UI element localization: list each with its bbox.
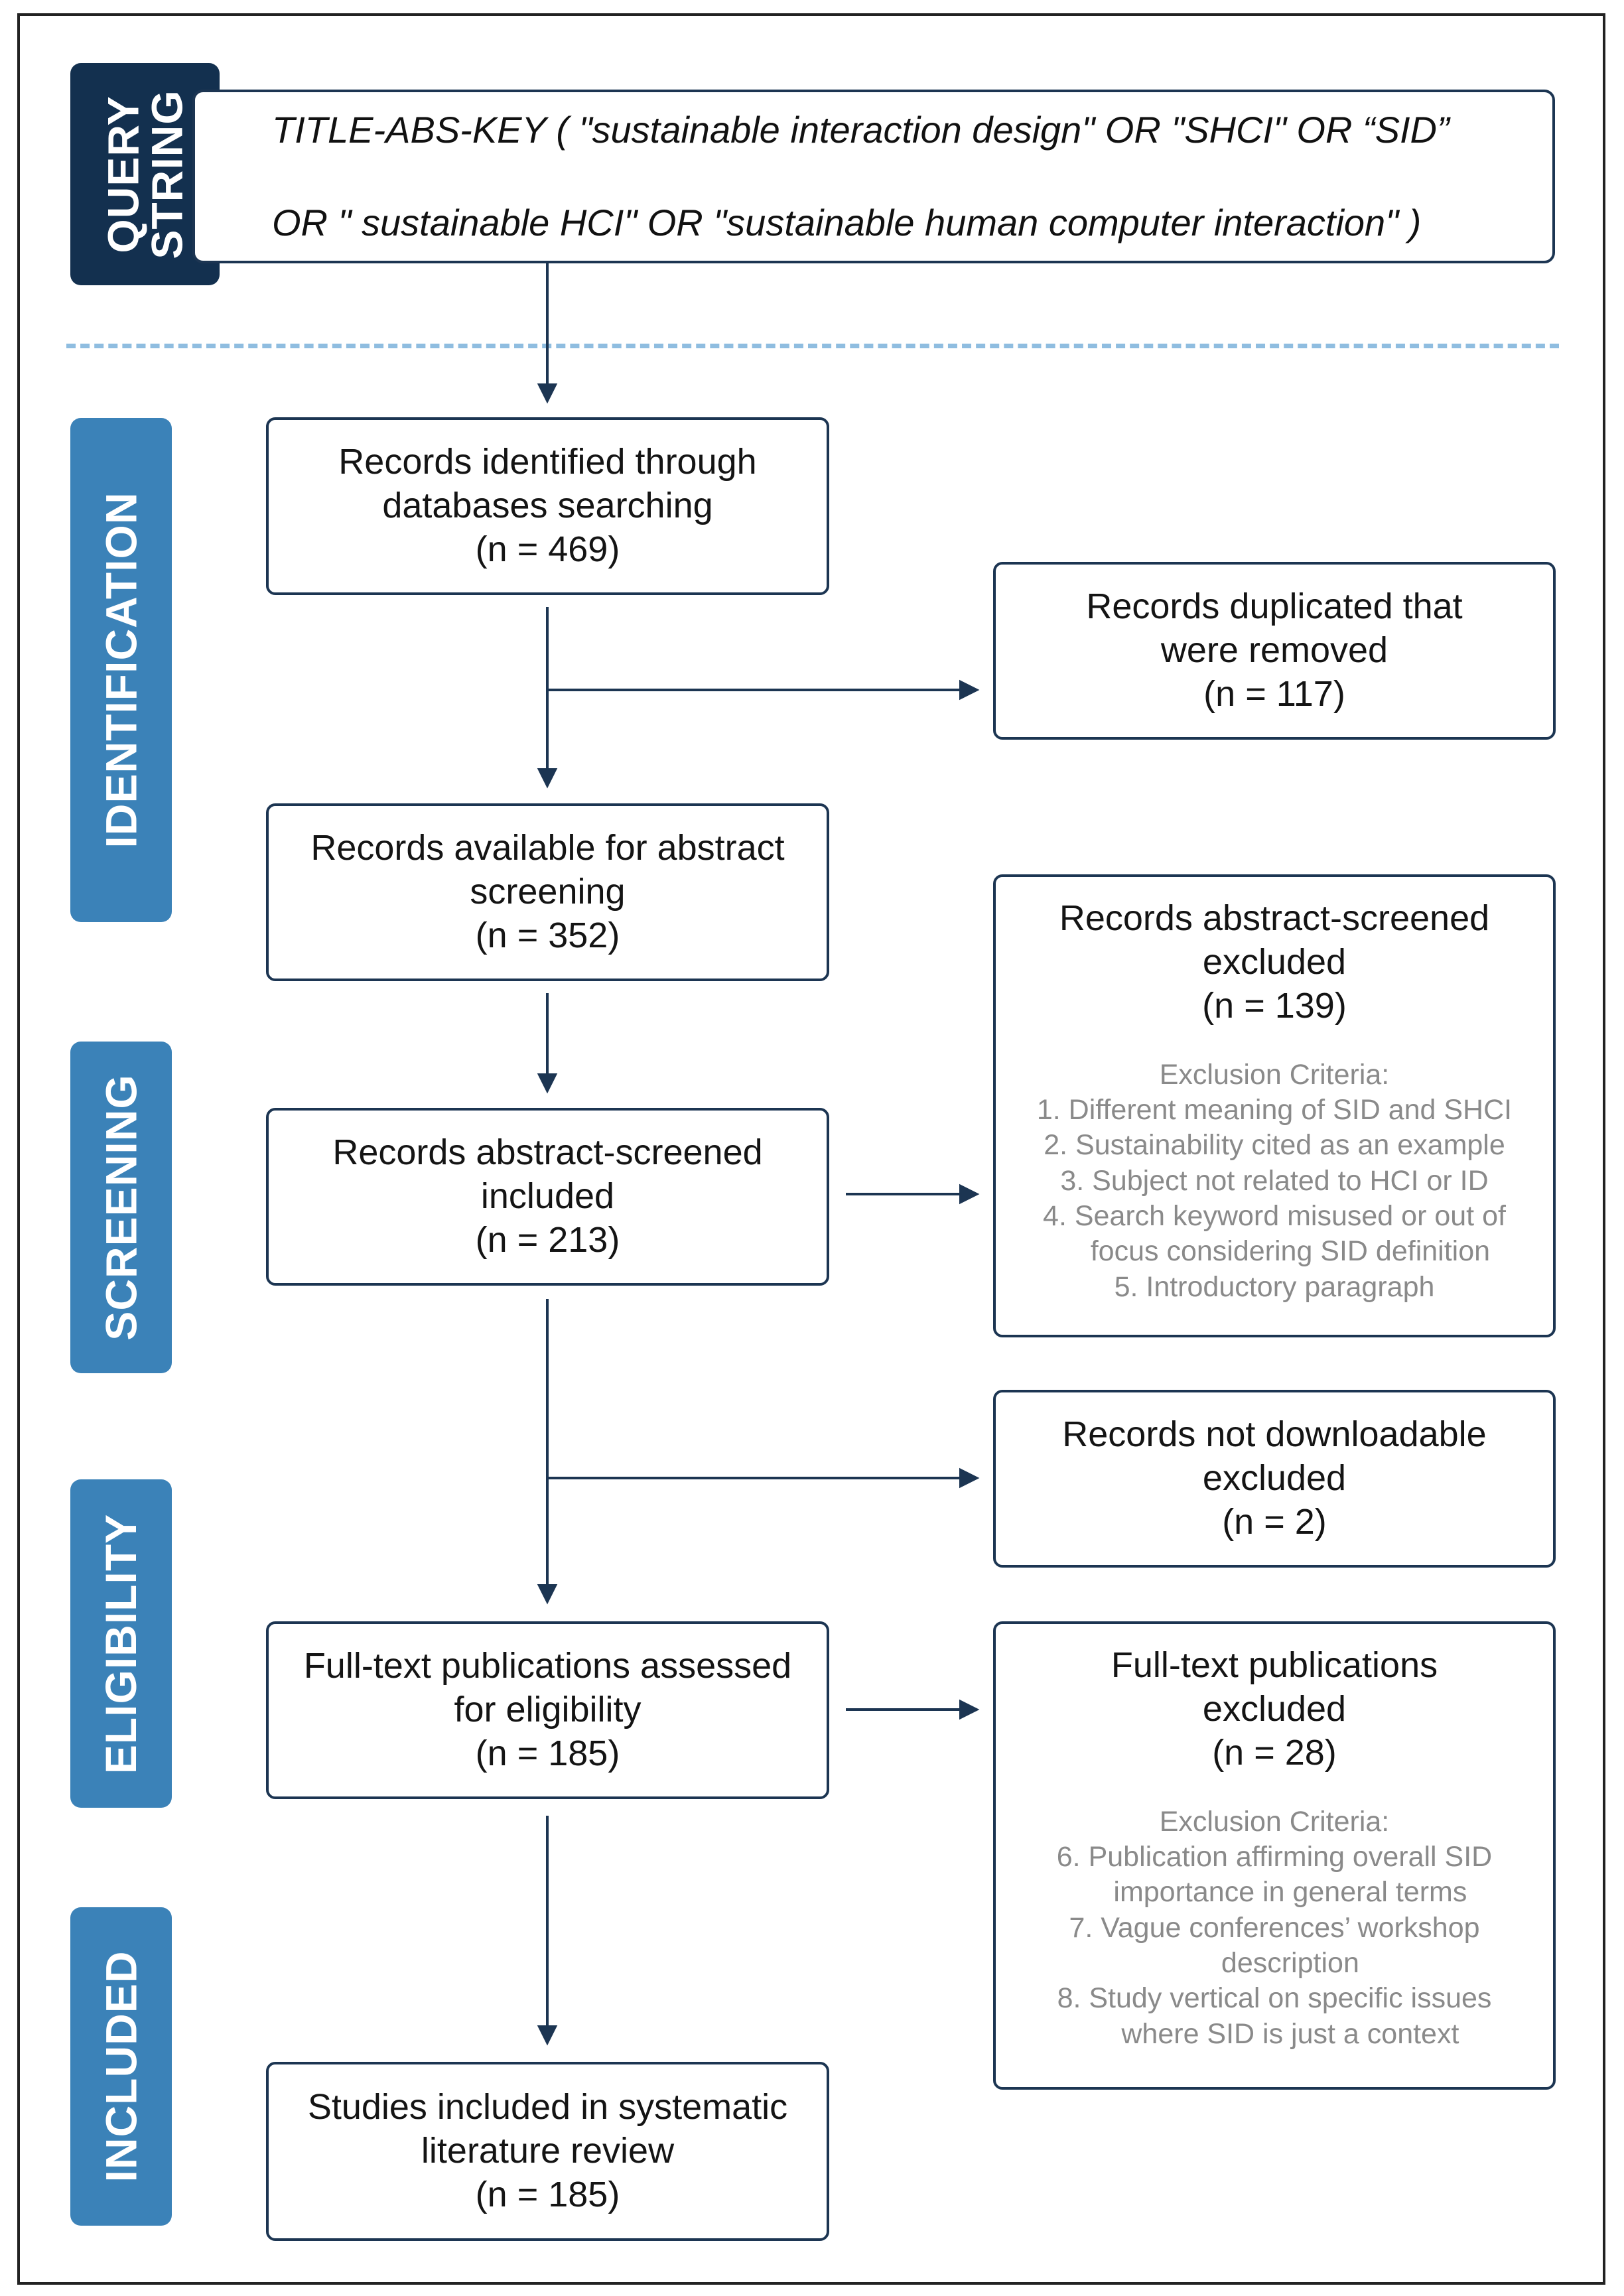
box-records-identified-count: (n = 469) <box>475 529 620 569</box>
box-abstract-excluded: Records abstract-screened excluded (n = … <box>993 874 1556 1337</box>
box-not-downloadable: Records not downloadable excluded (n = 2… <box>993 1390 1556 1568</box>
stage-bar-screening: SCREENING <box>70 1042 172 1373</box>
divider-dashed <box>66 344 1559 348</box>
box-fulltext-excluded: Full-text publications excluded (n = 28)… <box>993 1621 1556 2090</box>
query-string-text: TITLE-ABS-KEY ( "sustainable interaction… <box>272 60 1450 293</box>
criteria-heading: Exclusion Criteria: <box>1159 1805 1390 1838</box>
box-studies-included-count: (n = 185) <box>475 2174 620 2214</box>
criteria-item: 2. Sustainability cited as an example <box>1044 1129 1505 1162</box>
fulltext-exclusion-criteria: Exclusion Criteria: 6. Publication affir… <box>1057 1804 1492 2052</box>
box-records-identified-title: Records identified through databases sea… <box>338 442 757 526</box>
box-not-downloadable-title: Records not downloadable excluded <box>1062 1414 1487 1499</box>
box-records-available-count: (n = 352) <box>475 915 620 955</box>
box-duplicates-removed: Records duplicated that were removed (n … <box>993 562 1556 740</box>
criteria-item: 6. Publication affirming overall SID <box>1056 1840 1493 1873</box>
stage-bar-eligibility: ELIGIBILITY <box>70 1479 172 1808</box>
box-records-available: Records available for abstract screening… <box>266 803 829 981</box>
criteria-item: 5. Introductory paragraph <box>1114 1270 1435 1303</box>
box-fulltext-assessed-count: (n = 185) <box>475 1733 620 1773</box>
box-fulltext-assessed-title: Full-text publications assessed for elig… <box>303 1646 792 1730</box>
box-duplicates-removed-count: (n = 117) <box>1203 673 1345 714</box>
query-line-2: OR " sustainable HCI" OR "sustainable hu… <box>272 202 1422 243</box>
box-abstract-screened-included-title: Records abstract-screened included <box>332 1132 763 1217</box>
box-duplicates-removed-title: Records duplicated that were removed <box>1086 586 1463 671</box>
criteria-item: importance in general terms <box>1081 1876 1467 1909</box>
box-abstract-screened-included: Records abstract-screened included (n = … <box>266 1108 829 1286</box>
criteria-item: where SID is just a context <box>1089 2017 1459 2050</box>
box-not-downloadable-count: (n = 2) <box>1222 1501 1327 1542</box>
criteria-item: 7. Vague conferences’ workshop <box>1069 1911 1480 1944</box>
criteria-item: description <box>1189 1946 1359 1979</box>
criteria-item: 8. Study vertical on specific issues <box>1057 1982 1492 2015</box>
stage-bar-included: INCLUDED <box>70 1907 172 2226</box>
box-fulltext-excluded-title: Full-text publications excluded <box>1111 1645 1438 1729</box>
box-studies-included: Studies included in systematic literatur… <box>266 2062 829 2241</box>
criteria-item: 4. Search keyword misused or out of <box>1043 1199 1506 1232</box>
criteria-item: focus considering SID definition <box>1058 1235 1491 1268</box>
query-line-1: TITLE-ABS-KEY ( "sustainable interaction… <box>272 109 1450 151</box>
criteria-heading: Exclusion Criteria: <box>1159 1058 1390 1091</box>
stage-bar-identification: IDENTIFICATION <box>70 418 172 922</box>
box-studies-included-title: Studies included in systematic literatur… <box>307 2087 788 2171</box>
criteria-item: 1. Different meaning of SID and SHCI <box>1036 1093 1513 1126</box>
criteria-item: 3. Subject not related to HCI or ID <box>1060 1164 1489 1197</box>
box-fulltext-excluded-count: (n = 28) <box>1212 1732 1337 1773</box>
outer-frame <box>17 13 1605 2285</box>
box-records-identified: Records identified through databases sea… <box>266 417 829 595</box>
query-string-box: TITLE-ABS-KEY ( "sustainable interaction… <box>192 90 1555 263</box>
box-fulltext-assessed: Full-text publications assessed for elig… <box>266 1621 829 1799</box>
box-records-available-title: Records available for abstract screening <box>310 828 785 912</box>
box-abstract-excluded-count: (n = 139) <box>1202 985 1347 1026</box>
abstract-exclusion-criteria: Exclusion Criteria: 1. Different meaning… <box>1037 1057 1512 1305</box>
box-abstract-excluded-title: Records abstract-screened excluded <box>1059 898 1490 982</box>
box-abstract-screened-included-count: (n = 213) <box>475 1219 620 1260</box>
